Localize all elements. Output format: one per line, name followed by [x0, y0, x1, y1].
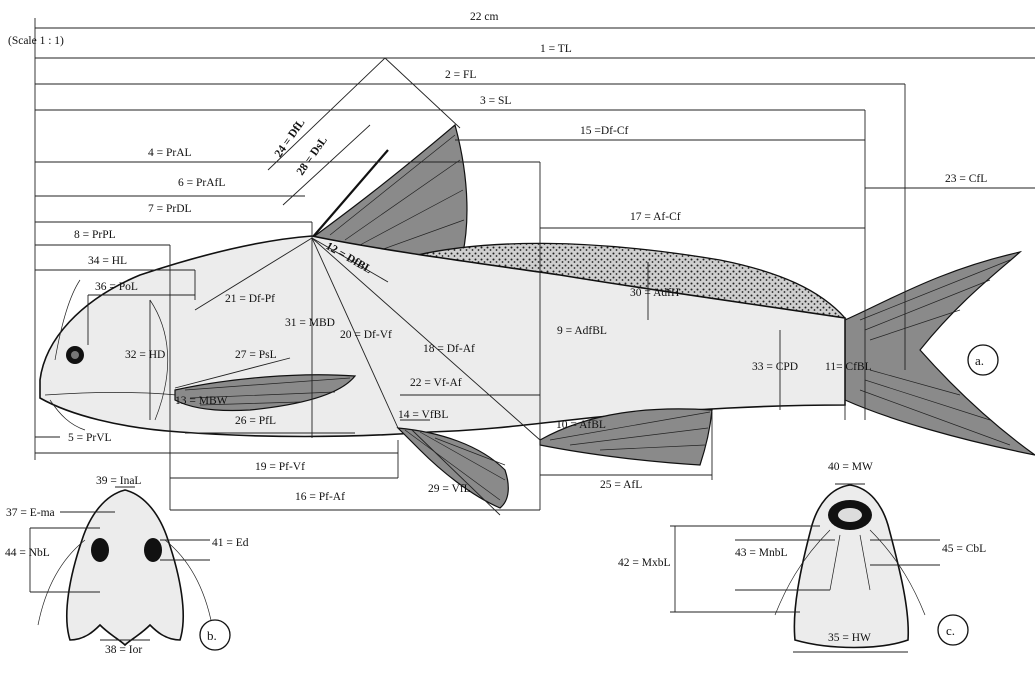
label-psl: 27 = PsL: [235, 349, 277, 361]
label-vfbl: 14 = VfBL: [398, 409, 448, 421]
label-cbl: 45 = CbL: [942, 543, 986, 555]
label-hd: 32 = HD: [125, 349, 165, 361]
label-df-cf: 15 =Df-Cf: [580, 125, 628, 137]
ventral-fin: [398, 428, 508, 508]
label-sl: 3 = SL: [480, 95, 511, 107]
label-dsl: 28 = DsL: [295, 134, 330, 177]
caudal-fin: [845, 252, 1035, 455]
label-praf: 6 = PrAfL: [178, 177, 225, 189]
label-cfbl: 11= CfBL: [825, 361, 872, 373]
label-hw: 35 = HW: [828, 632, 871, 644]
label-mbd: 31 = MBD: [285, 317, 335, 329]
label-df-pf: 21 = Df-Pf: [225, 293, 275, 305]
label-cfl: 23 = CfL: [945, 173, 987, 185]
label-prpl: 8 = PrPL: [74, 229, 116, 241]
label-pf-af: 16 = Pf-Af: [295, 491, 345, 503]
label-mbw: 13 = MBW: [175, 395, 228, 407]
panel-b-label: b.: [207, 628, 217, 643]
scale-note: (Scale 1 : 1): [8, 35, 64, 47]
label-dfl: 24 = DfL: [273, 117, 308, 160]
scale-label: 22 cm: [470, 11, 498, 23]
panel-c-label: c.: [946, 623, 955, 638]
label-df-vf: 20 = Df-Vf: [340, 329, 392, 341]
label-mnbl: 43 = MnbL: [735, 547, 788, 559]
head-ventral-view: 40 = MW 42 = MxbL 43 = MnbL 45 = CbL 35 …: [618, 461, 986, 652]
label-prdl: 7 = PrDL: [148, 203, 192, 215]
label-ed: 41 = Ed: [212, 537, 249, 549]
label-pfl: 26 = PfL: [235, 415, 276, 427]
label-pf-vf: 19 = Pf-Vf: [255, 461, 305, 473]
label-vfl: 29 = VfL: [428, 483, 471, 495]
left-eye-icon: [91, 538, 109, 562]
label-pral: 4 = PrAL: [148, 147, 192, 159]
label-afbl: 10 = AfBL: [556, 419, 606, 431]
label-inal: 39 = InaL: [96, 475, 141, 487]
panel-a-marker: a.: [968, 345, 998, 375]
right-eye-icon: [144, 538, 162, 562]
label-hl: 34 = HL: [88, 255, 127, 267]
label-adfh: 30 = AdfH: [630, 287, 679, 299]
label-nbl: 44 = NbL: [5, 547, 50, 559]
label-vf-af: 22 = Vf-Af: [410, 377, 462, 389]
label-ior: 38 = Ior: [105, 644, 142, 656]
label-mw: 40 = MW: [828, 461, 873, 473]
label-pol: 36 = PoL: [95, 281, 138, 293]
panel-a-label: a.: [975, 353, 984, 368]
label-mxbl: 42 = MxbL: [618, 557, 671, 569]
label-af-cf: 17 = Af-Cf: [630, 211, 681, 223]
label-e-ma: 37 = E-ma: [6, 507, 55, 519]
label-adfbl: 9 = AdfBL: [557, 325, 607, 337]
label-prvl: 5 = PrVL: [68, 432, 112, 444]
head-dorsal-outline: [67, 490, 183, 645]
label-tl: 1 = TL: [540, 43, 572, 55]
label-fl: 2 = FL: [445, 69, 476, 81]
label-afl: 25 = AfL: [600, 479, 642, 491]
head-dorsal-view: 39 = InaL 37 = E-ma 44 = NbL 41 = Ed 38 …: [5, 475, 249, 656]
label-df-af: 18 = Df-Af: [423, 343, 475, 355]
label-cpd: 33 = CPD: [752, 361, 798, 373]
